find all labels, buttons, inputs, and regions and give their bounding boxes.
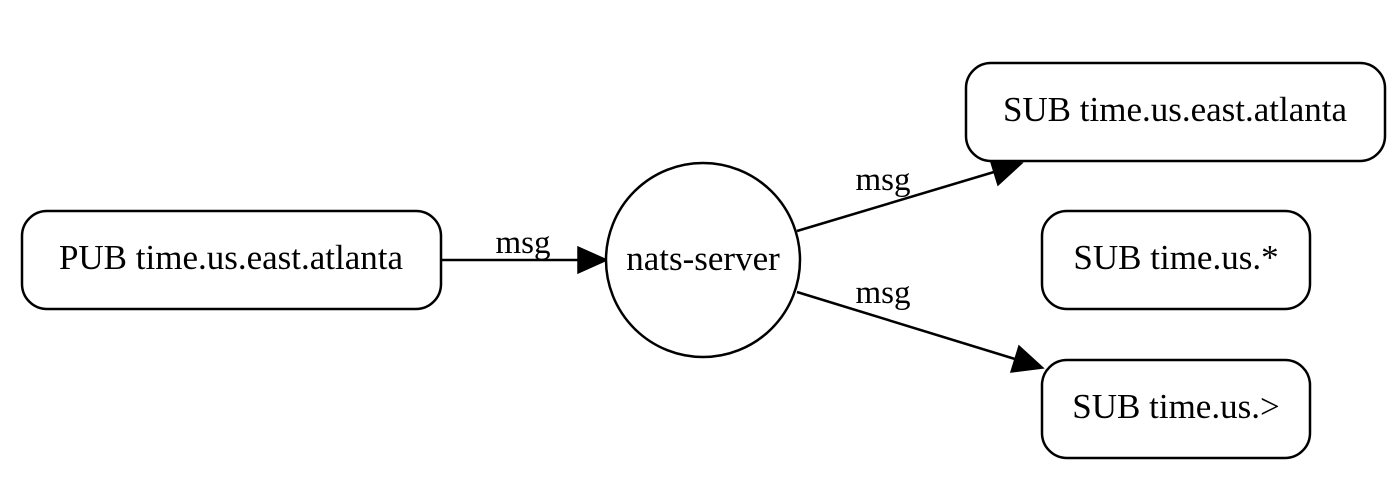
publisher-node: PUB time.us.east.atlanta — [20, 209, 443, 311]
edge-server-to-sub-full-wildcard-line — [796, 290, 1016, 361]
sub-full-wildcard-node: SUB time.us.> — [1040, 358, 1312, 460]
sub-single-wildcard-node: SUB time.us.* — [1040, 209, 1312, 311]
sub-single-wildcard-node-label: SUB time.us.* — [1073, 238, 1278, 277]
server-node-label: nats-server — [626, 239, 780, 278]
edge-server-to-sub-full-wildcard: msg — [796, 275, 1045, 373]
publisher-node-label: PUB time.us.east.atlanta — [59, 238, 404, 277]
sub-single-wildcard-node-box — [1040, 209, 1312, 311]
edge-pub-to-server: msg — [441, 225, 609, 275]
server-node-circle — [604, 161, 802, 359]
sub-exact-node-label: SUB time.us.east.atlanta — [1003, 90, 1348, 129]
server-node: nats-server — [604, 161, 802, 359]
edge-server-to-sub-full-wildcard-label: msg — [855, 275, 910, 311]
edge-server-to-sub-exact-line — [796, 170, 995, 233]
sub-exact-node-box — [964, 61, 1387, 163]
edge-server-to-sub-exact-label: msg — [855, 162, 910, 198]
edge-server-to-sub-full-wildcard-arrowhead — [1009, 344, 1045, 373]
sub-exact-node: SUB time.us.east.atlanta — [964, 61, 1387, 163]
edge-pub-to-server-label: msg — [495, 225, 550, 261]
sub-full-wildcard-node-box — [1040, 358, 1312, 460]
edge-server-to-sub-exact: msg — [796, 158, 1024, 233]
edge-server-to-sub-exact-arrowhead — [988, 158, 1024, 187]
sub-full-wildcard-node-label: SUB time.us.> — [1072, 387, 1279, 426]
edge-pub-to-server-arrowhead — [577, 245, 609, 275]
